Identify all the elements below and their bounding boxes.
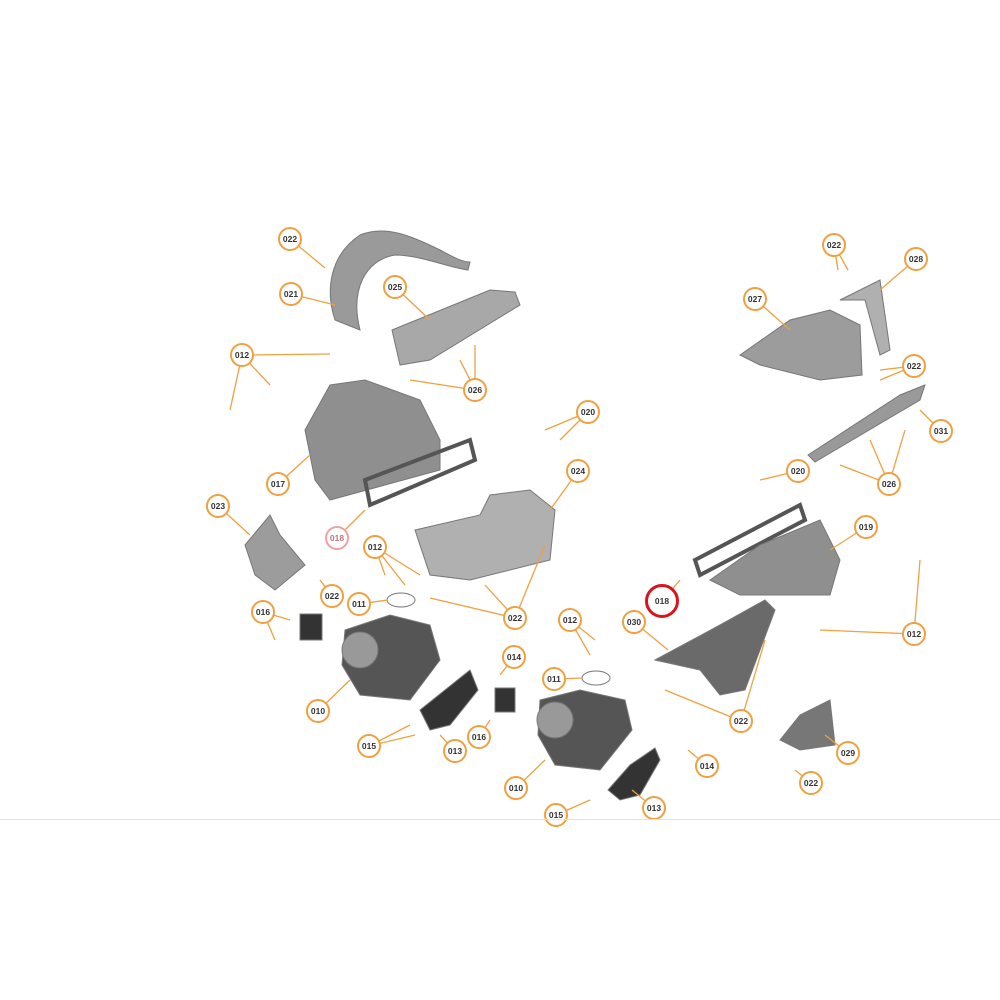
heat-shield-021	[329, 230, 471, 331]
actuator-013-right	[607, 747, 661, 801]
callout-012[interactable]: 012	[558, 608, 582, 632]
callout-012[interactable]: 012	[230, 343, 254, 367]
leader-line-022	[514, 544, 546, 619]
exhaust-manifold-019	[709, 519, 841, 596]
callout-023[interactable]: 023	[206, 494, 230, 518]
callout-027[interactable]: 027	[743, 287, 767, 311]
callout-020[interactable]: 020	[576, 400, 600, 424]
callout-021[interactable]: 021	[279, 282, 303, 306]
callout-010[interactable]: 010	[504, 776, 528, 800]
callout-022[interactable]: 022	[799, 771, 823, 795]
callout-012[interactable]: 012	[902, 622, 926, 646]
turbine-housing-left	[341, 631, 379, 669]
callout-026[interactable]: 026	[463, 378, 487, 402]
callout-022[interactable]: 022	[278, 227, 302, 251]
callout-011[interactable]: 011	[542, 667, 566, 691]
highlighted-callout-018[interactable]: 018	[645, 584, 679, 618]
sensor-016-center	[494, 687, 516, 713]
heat-shield-024	[414, 489, 556, 581]
callout-019[interactable]: 019	[854, 515, 878, 539]
heat-shield-028	[839, 279, 891, 356]
heat-shield-029	[779, 699, 836, 751]
callout-031[interactable]: 031	[929, 419, 953, 443]
callout-024[interactable]: 024	[566, 459, 590, 483]
callout-013[interactable]: 013	[642, 796, 666, 820]
callout-018[interactable]: 018	[325, 526, 349, 550]
callout-014[interactable]: 014	[695, 754, 719, 778]
gasket-011-right	[581, 670, 611, 686]
leader-line-022	[664, 689, 742, 722]
callout-017[interactable]: 017	[266, 472, 290, 496]
exhaust-manifold-017	[304, 379, 441, 501]
leader-line-012	[913, 559, 921, 635]
actuator-013-left	[419, 669, 479, 731]
callout-016[interactable]: 016	[467, 725, 491, 749]
callout-012[interactable]: 012	[363, 535, 387, 559]
callout-022[interactable]: 022	[902, 354, 926, 378]
callout-014[interactable]: 014	[502, 645, 526, 669]
leader-line-012	[819, 629, 915, 635]
heat-shield-030	[653, 599, 776, 696]
sensor-016-left	[299, 613, 323, 641]
heat-shield-023	[244, 514, 306, 591]
heat-shield-027	[739, 309, 863, 381]
callout-015[interactable]: 015	[357, 734, 381, 758]
callout-030[interactable]: 030	[622, 610, 646, 634]
gasket-018-left	[362, 437, 478, 508]
gasket-018-right	[692, 502, 808, 578]
leader-line-022	[429, 597, 516, 619]
callout-029[interactable]: 029	[836, 741, 860, 765]
gasket-011-left	[386, 592, 416, 608]
callout-025[interactable]: 025	[383, 275, 407, 299]
divider-line	[0, 819, 1000, 820]
leader-line-022	[740, 639, 766, 722]
turbine-housing-right	[536, 701, 574, 739]
callout-011[interactable]: 011	[347, 592, 371, 616]
heat-shield-025	[391, 289, 521, 366]
callout-026[interactable]: 026	[877, 472, 901, 496]
callout-022[interactable]: 022	[822, 233, 846, 257]
callout-022[interactable]: 022	[320, 584, 344, 608]
callout-022[interactable]: 022	[503, 606, 527, 630]
callout-013[interactable]: 013	[443, 739, 467, 763]
callout-022[interactable]: 022	[729, 709, 753, 733]
callout-028[interactable]: 028	[904, 247, 928, 271]
leader-line-012	[241, 353, 331, 356]
heat-shield-031	[807, 384, 926, 463]
callout-015[interactable]: 015	[544, 803, 568, 827]
callout-016[interactable]: 016	[251, 600, 275, 624]
callout-020[interactable]: 020	[786, 459, 810, 483]
callout-010[interactable]: 010	[306, 699, 330, 723]
